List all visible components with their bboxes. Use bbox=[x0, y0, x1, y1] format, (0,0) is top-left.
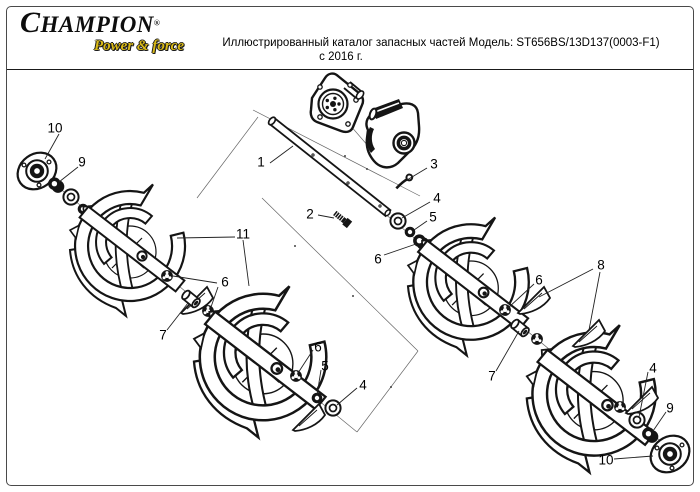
callout-7: 7 bbox=[488, 368, 496, 384]
callout-3: 3 bbox=[430, 156, 438, 172]
page-subtitle: с 2016 г. bbox=[319, 51, 363, 63]
champion-logo: CHAMPION® Power & force bbox=[20, 8, 190, 54]
callout-6: 6 bbox=[314, 339, 322, 355]
reference-dots bbox=[294, 155, 392, 388]
callout-10: 10 bbox=[47, 120, 63, 136]
callout-8: 8 bbox=[597, 257, 605, 273]
washer-right bbox=[628, 411, 646, 429]
gearbox-housing-left bbox=[309, 72, 365, 134]
cotter-pin bbox=[395, 173, 414, 190]
callout-6: 6 bbox=[535, 272, 543, 288]
callout-1: 1 bbox=[257, 154, 265, 170]
lock-nut-4 bbox=[614, 401, 626, 413]
ring-shaft bbox=[404, 226, 416, 238]
spacer-bushing-1 bbox=[179, 288, 203, 310]
callout-9: 9 bbox=[666, 400, 674, 416]
callout-5: 5 bbox=[321, 358, 329, 374]
callout-6: 6 bbox=[221, 274, 229, 290]
auger-spiral-1 bbox=[68, 183, 187, 318]
page-title: Иллюстрированный каталог запасных частей… bbox=[222, 37, 660, 49]
brand-tagline: Power & force bbox=[94, 38, 184, 54]
auger-spiral-2 bbox=[192, 285, 328, 439]
callout-4: 4 bbox=[433, 190, 441, 206]
header-divider bbox=[7, 69, 693, 70]
callout-10: 10 bbox=[598, 452, 614, 468]
callout-9: 9 bbox=[78, 154, 86, 170]
callout-4: 4 bbox=[649, 360, 657, 376]
auger-shaft bbox=[267, 116, 392, 218]
callout-2: 2 bbox=[306, 206, 314, 222]
washer-left bbox=[62, 188, 80, 206]
leader-lines bbox=[44, 133, 667, 460]
callout-7: 7 bbox=[159, 327, 167, 343]
lock-nut-1a bbox=[161, 270, 173, 282]
washer-shaft bbox=[389, 212, 407, 230]
registered-mark-icon: ® bbox=[153, 18, 161, 28]
auger-spiral-4 bbox=[525, 323, 657, 474]
lock-nut-2 bbox=[290, 370, 302, 382]
callout-4: 4 bbox=[359, 377, 367, 393]
gearbox-housing-right bbox=[365, 99, 421, 169]
callout-6: 6 bbox=[374, 251, 382, 267]
lock-nut-3b bbox=[531, 333, 543, 345]
washer-2 bbox=[324, 399, 342, 417]
spacer-bushing-3 bbox=[508, 317, 532, 339]
brand-name: CHAMPION® bbox=[20, 6, 161, 39]
callout-5: 5 bbox=[429, 209, 437, 225]
lock-nut-3a bbox=[499, 304, 511, 316]
callout-11: 11 bbox=[235, 226, 251, 242]
shear-bolt bbox=[333, 210, 353, 229]
